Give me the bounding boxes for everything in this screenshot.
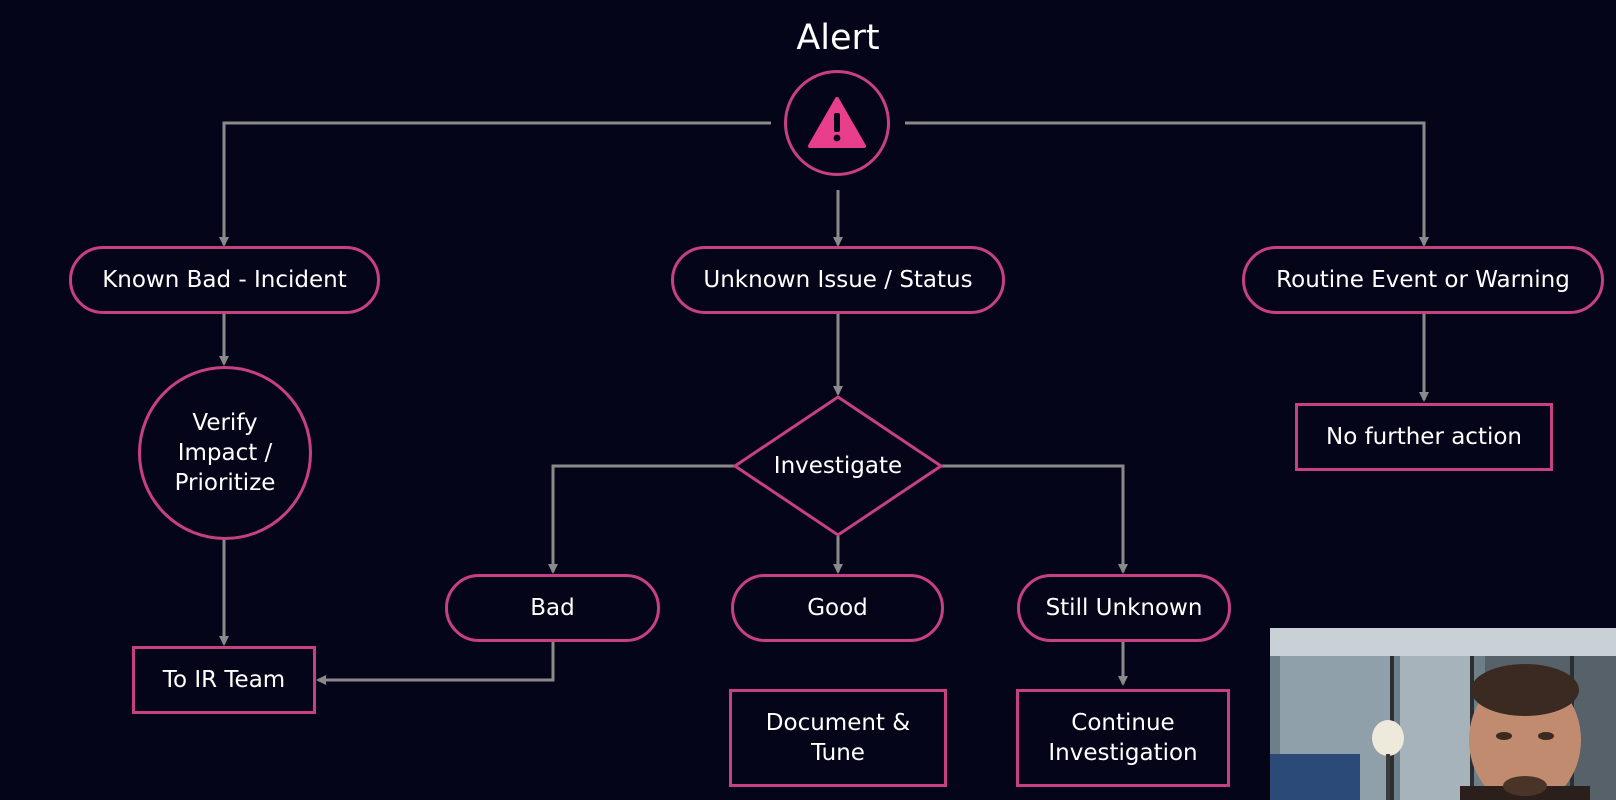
unknown-issue-status-node: Unknown Issue / Status [671, 246, 1005, 314]
presenter-video-frame [1270, 628, 1616, 800]
investigate-label: Investigate [773, 453, 903, 479]
connector-alert-routine [905, 121, 1429, 247]
known-bad-incident-node: Known Bad - Incident [69, 246, 380, 314]
to-ir-team-node: To IR Team [132, 646, 316, 714]
alert-node [784, 70, 890, 176]
warning-triangle-icon [808, 97, 866, 149]
connector-alert-known-bad [219, 121, 771, 247]
document-tune-node: Document & Tune [729, 689, 947, 787]
no-further-action-node: No further action [1295, 403, 1553, 471]
routine-event-node: Routine Event or Warning [1242, 246, 1604, 314]
investigate-diamond [732, 395, 944, 537]
still-unknown-node: Still Unknown [1017, 574, 1231, 642]
presenter-webcam [1270, 628, 1616, 800]
bad-node: Bad [445, 574, 660, 642]
connector-bad-ir [316, 642, 555, 685]
continue-investigation-node: Continue Investigation [1016, 689, 1230, 787]
diagram-title: Alert [796, 18, 880, 58]
connector-investigate-still-unknown [941, 464, 1128, 574]
connector-investigate-bad [548, 464, 735, 574]
verify-impact-node: Verify Impact / Prioritize [138, 366, 312, 540]
good-node: Good [731, 574, 944, 642]
